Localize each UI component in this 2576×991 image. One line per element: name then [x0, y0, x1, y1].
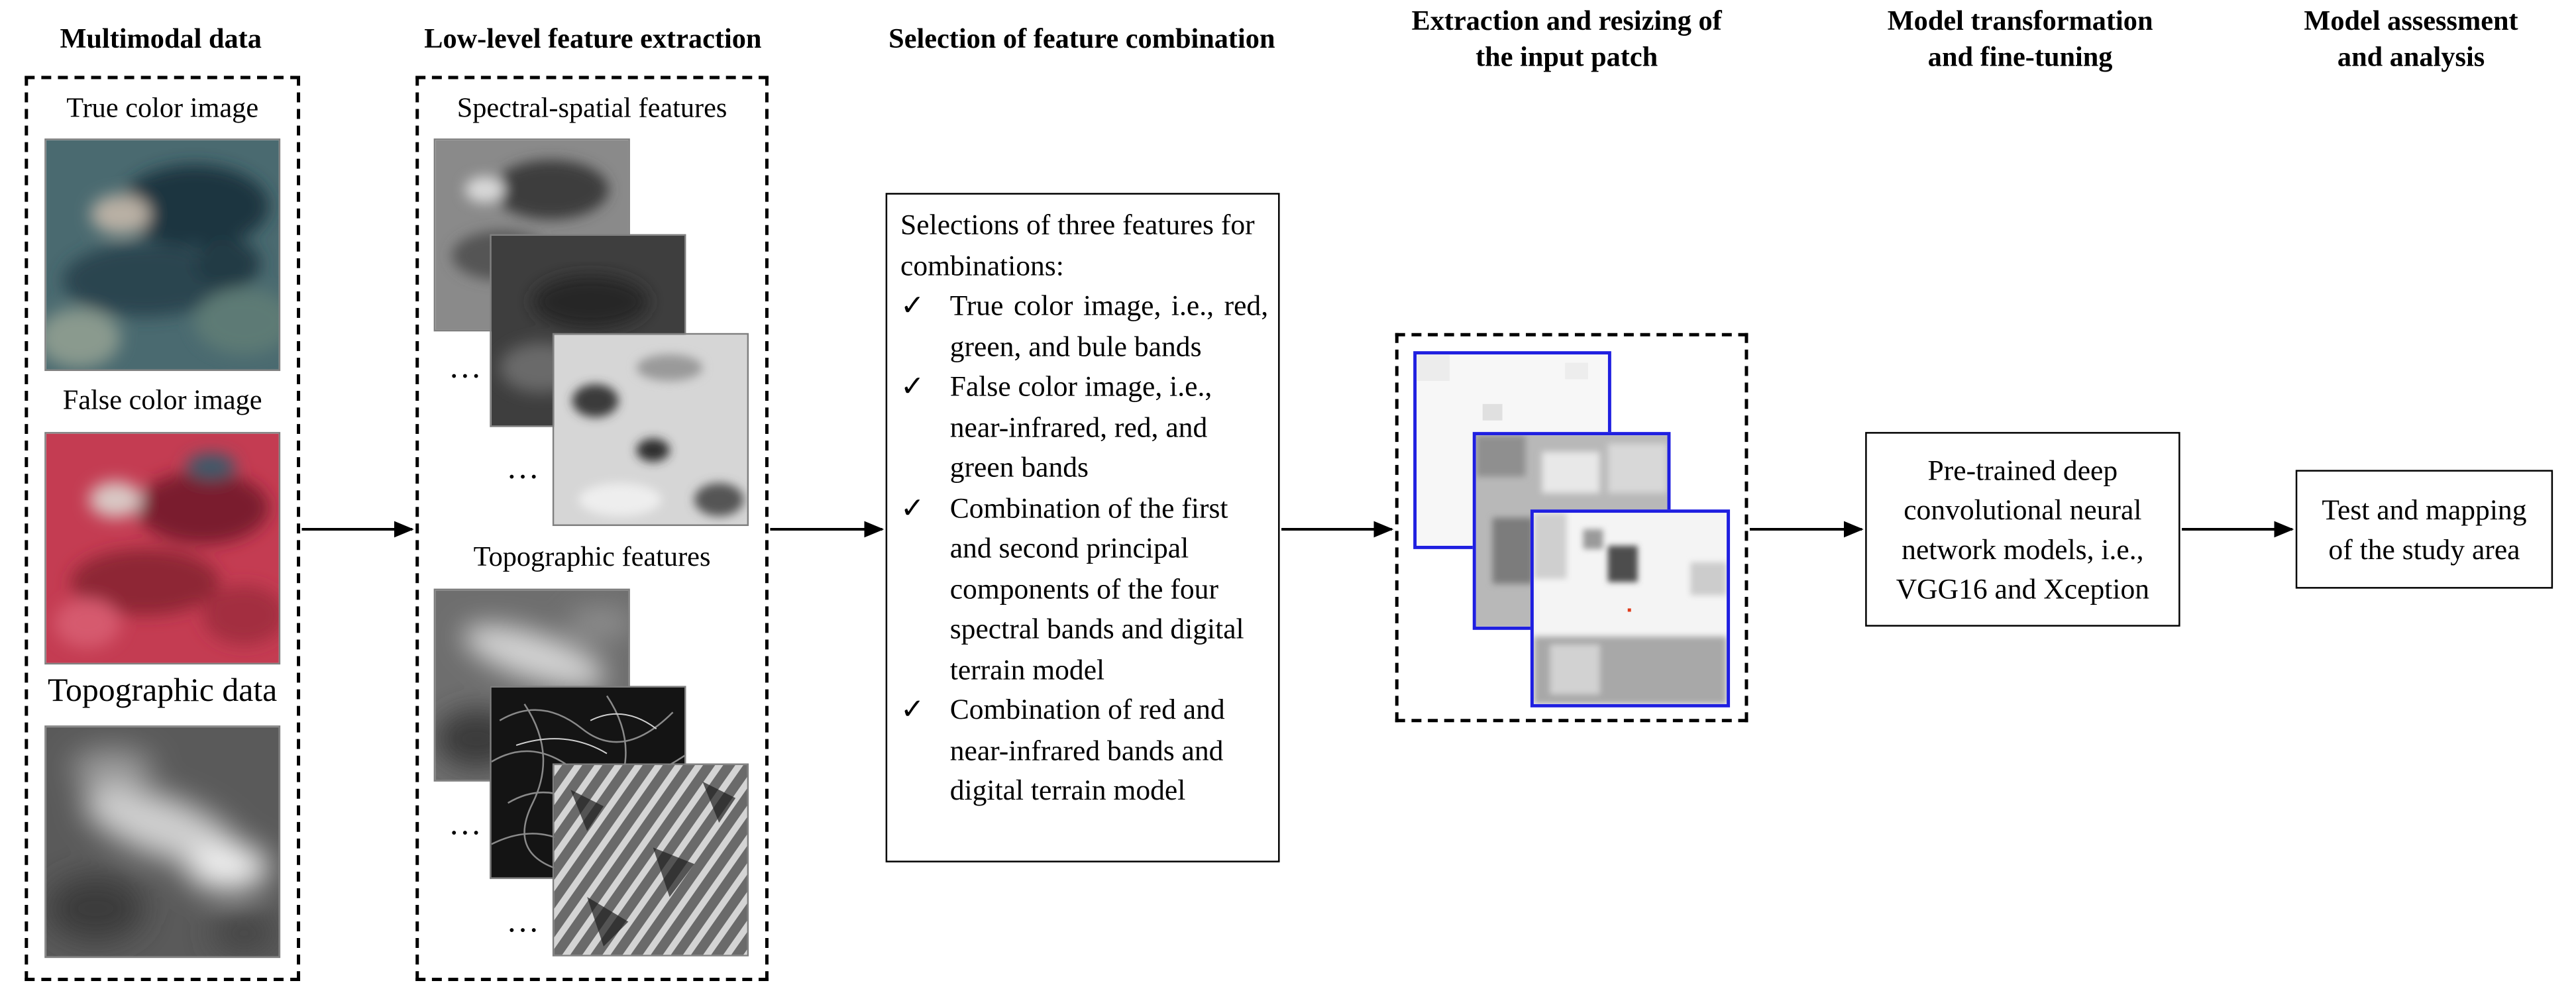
selection-item: ✓ True color image, i.e., red, green, an…	[897, 286, 1268, 366]
test-box: Test and mapping of the study area	[2295, 470, 2553, 589]
model-box-line: convolutional neural	[1904, 493, 2142, 527]
model-box-line: network models, i.e.,	[1902, 532, 2144, 566]
check-icon: ✓	[900, 490, 925, 524]
spectral-feature-image-3	[552, 333, 749, 527]
selection-item: ✓ Combination of the first and second pr…	[897, 488, 1268, 690]
selection-item-text: True color image, i.e., red, green, and …	[949, 288, 1269, 362]
topographic-feature-image-3	[552, 763, 749, 957]
selection-item-text: Combination of red and near-infrared ban…	[949, 692, 1225, 807]
selection-intro: Selections of three features for combina…	[900, 207, 1255, 282]
stage-title-selection: Selection of feature combination	[888, 23, 1275, 55]
false-color-label: False color image	[62, 384, 262, 416]
lowlevel-panel	[415, 76, 769, 982]
topographic-data-label: Topographic data	[48, 672, 278, 709]
false-color-image	[44, 432, 281, 665]
selection-item: ✓ Combination of red and near-infrared b…	[897, 689, 1268, 810]
model-box-line: Pre-trained deep	[1927, 453, 2118, 487]
stage-title-patch: Extraction and resizing of the input pat…	[1411, 5, 1722, 73]
true-color-image	[44, 138, 281, 372]
true-color-label: True color image	[66, 92, 259, 124]
topographic-data-image	[44, 725, 281, 959]
selection-box: Selections of three features for combina…	[885, 193, 1280, 862]
stage-title-model: Model transformation and fine-tuning	[1887, 5, 2153, 73]
check-icon: ✓	[900, 288, 925, 322]
check-icon: ✓	[900, 369, 925, 403]
selection-list: ✓ True color image, i.e., red, green, an…	[897, 286, 1268, 811]
test-box-line: Test and mapping	[2322, 493, 2527, 527]
input-patch-3	[1530, 509, 1731, 707]
multimodal-panel	[25, 76, 301, 982]
check-icon: ✓	[900, 692, 925, 726]
selection-item-text: False color image, i.e., near-infrared, …	[949, 369, 1212, 484]
ellipsis-spectral-2: …	[506, 450, 539, 487]
model-box-line: VGG16 and Xception	[1896, 572, 2149, 605]
stage-title-assessment: Model assessment and analysis	[2304, 5, 2518, 73]
center-pixel	[1627, 608, 1631, 612]
selection-item: ✓ False color image, i.e., near-infrared…	[897, 366, 1268, 488]
patch-panel	[1395, 333, 1748, 723]
ellipsis-topographic-1: …	[449, 806, 482, 843]
test-box-line: of the study area	[2328, 532, 2520, 566]
stage-title-multimodal: Multimodal data	[60, 23, 262, 55]
model-box: Pre-trained deep convolutional neural ne…	[1865, 432, 2180, 627]
topographic-features-label: Topographic features	[473, 541, 711, 572]
ellipsis-topographic-2: …	[506, 904, 539, 940]
stage-title-lowlevel: Low-level feature extraction	[424, 23, 762, 55]
spectral-spatial-label: Spectral-spatial features	[456, 92, 727, 124]
ellipsis-spectral-1: …	[449, 349, 482, 386]
selection-item-text: Combination of the first and second prin…	[949, 490, 1244, 686]
